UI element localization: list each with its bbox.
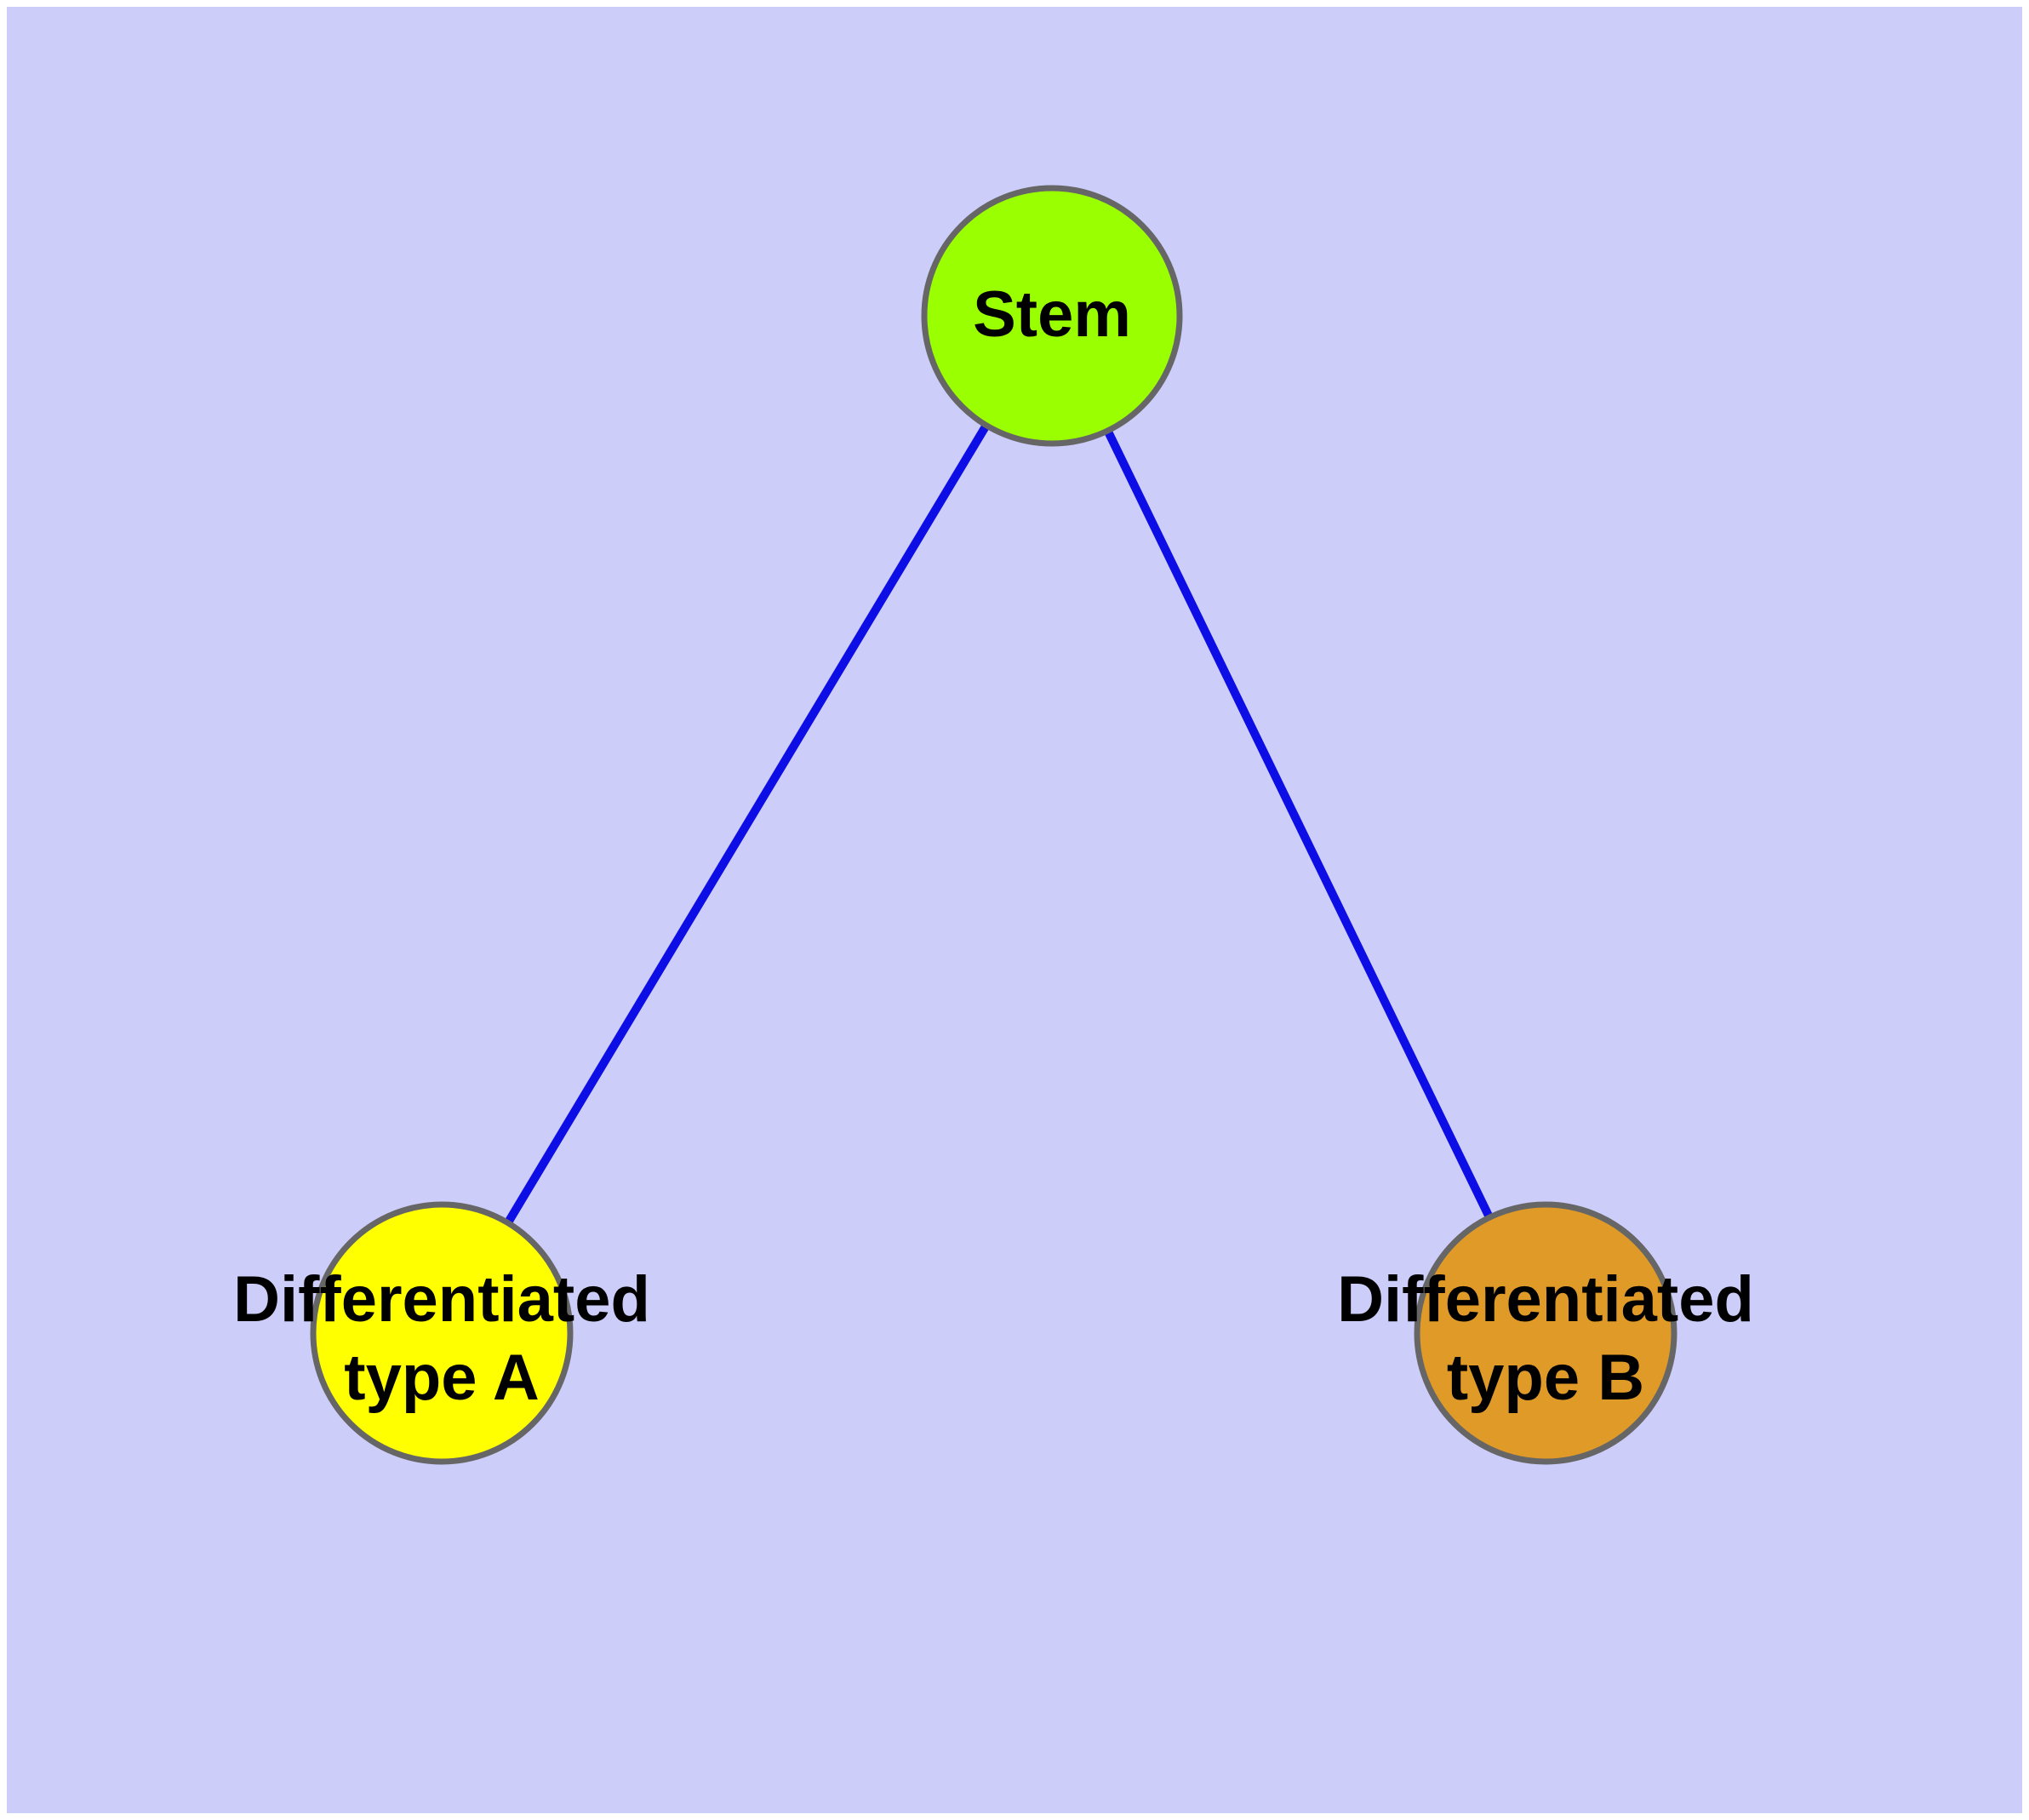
edge-layer [504,423,1494,1226]
node-differentiated-type-b-circle[interactable] [1414,1201,1677,1465]
node-stem-label: Stem [973,278,1131,351]
node-layer: Stem Differentiated type A Differentiate… [233,185,1754,1465]
node-stem-circle[interactable] [921,185,1183,447]
node-differentiated-type-a-label-line2: type A [344,1342,539,1414]
node-differentiated-type-a-label-line1: Differentiated [233,1263,650,1336]
node-differentiated-type-b[interactable]: Differentiated type B [1337,1201,1754,1465]
edge-stem-to-diff-b[interactable] [1103,428,1494,1220]
node-stem[interactable]: Stem [921,185,1183,447]
edge-stem-to-diff-a[interactable] [504,423,991,1226]
node-differentiated-type-b-label-line2: type B [1447,1342,1644,1414]
node-differentiated-type-a-circle[interactable] [310,1201,574,1465]
node-differentiated-type-b-label-line1: Differentiated [1337,1263,1754,1336]
node-differentiated-type-a[interactable]: Differentiated type A [233,1201,650,1465]
